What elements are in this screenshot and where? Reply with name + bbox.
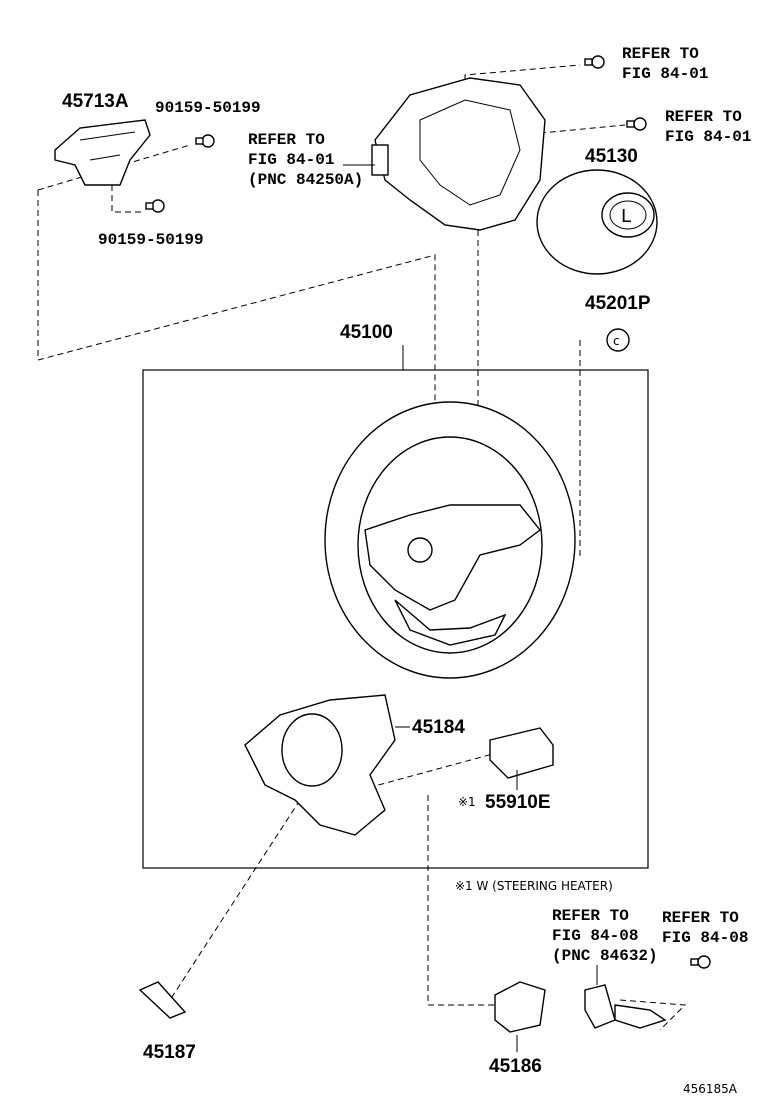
- label-45201P: 45201P: [585, 293, 651, 314]
- part-45130-airbag: L: [536, 169, 658, 275]
- ref5-line1: REFER TO: [662, 909, 739, 927]
- screw-icon: [145, 199, 165, 213]
- footnote: ※1 W (STEERING HEATER): [455, 879, 613, 893]
- ref3-line1: REFER TO: [248, 131, 325, 149]
- part-45201P-cap: c: [606, 328, 630, 352]
- svg-text:c: c: [613, 334, 620, 348]
- part-45187: [138, 981, 187, 1019]
- label-45100: 45100: [340, 322, 393, 343]
- part-45713A-bracket: [54, 119, 151, 186]
- label-45186: 45186: [489, 1056, 542, 1077]
- label-45184: 45184: [412, 717, 465, 738]
- part-84632-switch: [584, 984, 667, 1029]
- label-45713A: 45713A: [62, 91, 129, 112]
- label-45130: 45130: [585, 146, 638, 167]
- dash-ref1: [464, 64, 581, 130]
- screw-icon: [195, 134, 215, 148]
- dash-screw2: [111, 185, 145, 213]
- part-55910E-module: [489, 727, 554, 779]
- part-45100-steering-wheel: [324, 401, 576, 679]
- figure-id: 456185A: [683, 1082, 738, 1096]
- label-screw-lower: 90159-50199: [98, 231, 204, 249]
- label-45187: 45187: [143, 1042, 196, 1063]
- ref4-line3: (PNC 84632): [552, 947, 658, 965]
- ref4-line2: FIG 84-08: [552, 927, 638, 945]
- ref4-line1: REFER TO: [552, 907, 629, 925]
- assembly-box: [142, 369, 649, 869]
- screw-icon: [690, 955, 711, 969]
- label-screw-upper: 90159-50199: [155, 99, 261, 117]
- dash-45186: [427, 795, 495, 1006]
- lexus-logo-icon: L: [621, 206, 631, 227]
- ref3-line2: FIG 84-01: [248, 151, 334, 169]
- dash-switch: [619, 999, 687, 1031]
- ref2-line1: REFER TO: [665, 108, 742, 126]
- screw-icon: [626, 117, 647, 131]
- part-45186: [494, 981, 546, 1033]
- ref2-line2: FIG 84-01: [665, 128, 751, 146]
- ref5-line2: FIG 84-08: [662, 929, 748, 947]
- mark-note1: ※1: [458, 795, 476, 809]
- dash-ref2: [519, 124, 626, 136]
- part-switch-bezel: [371, 77, 546, 231]
- dash-45187: [169, 799, 301, 1001]
- dash-45713A: [37, 190, 436, 520]
- ref1-line2: FIG 84-01: [622, 65, 708, 83]
- screw-icon: [584, 55, 605, 69]
- ref1-line1: REFER TO: [622, 45, 699, 63]
- label-55910E: 55910E: [485, 792, 551, 813]
- part-45184-cover: [244, 694, 396, 836]
- dash-55910E: [359, 751, 501, 791]
- ref3-line3: (PNC 84250A): [248, 171, 363, 189]
- dash-screw1: [37, 144, 191, 191]
